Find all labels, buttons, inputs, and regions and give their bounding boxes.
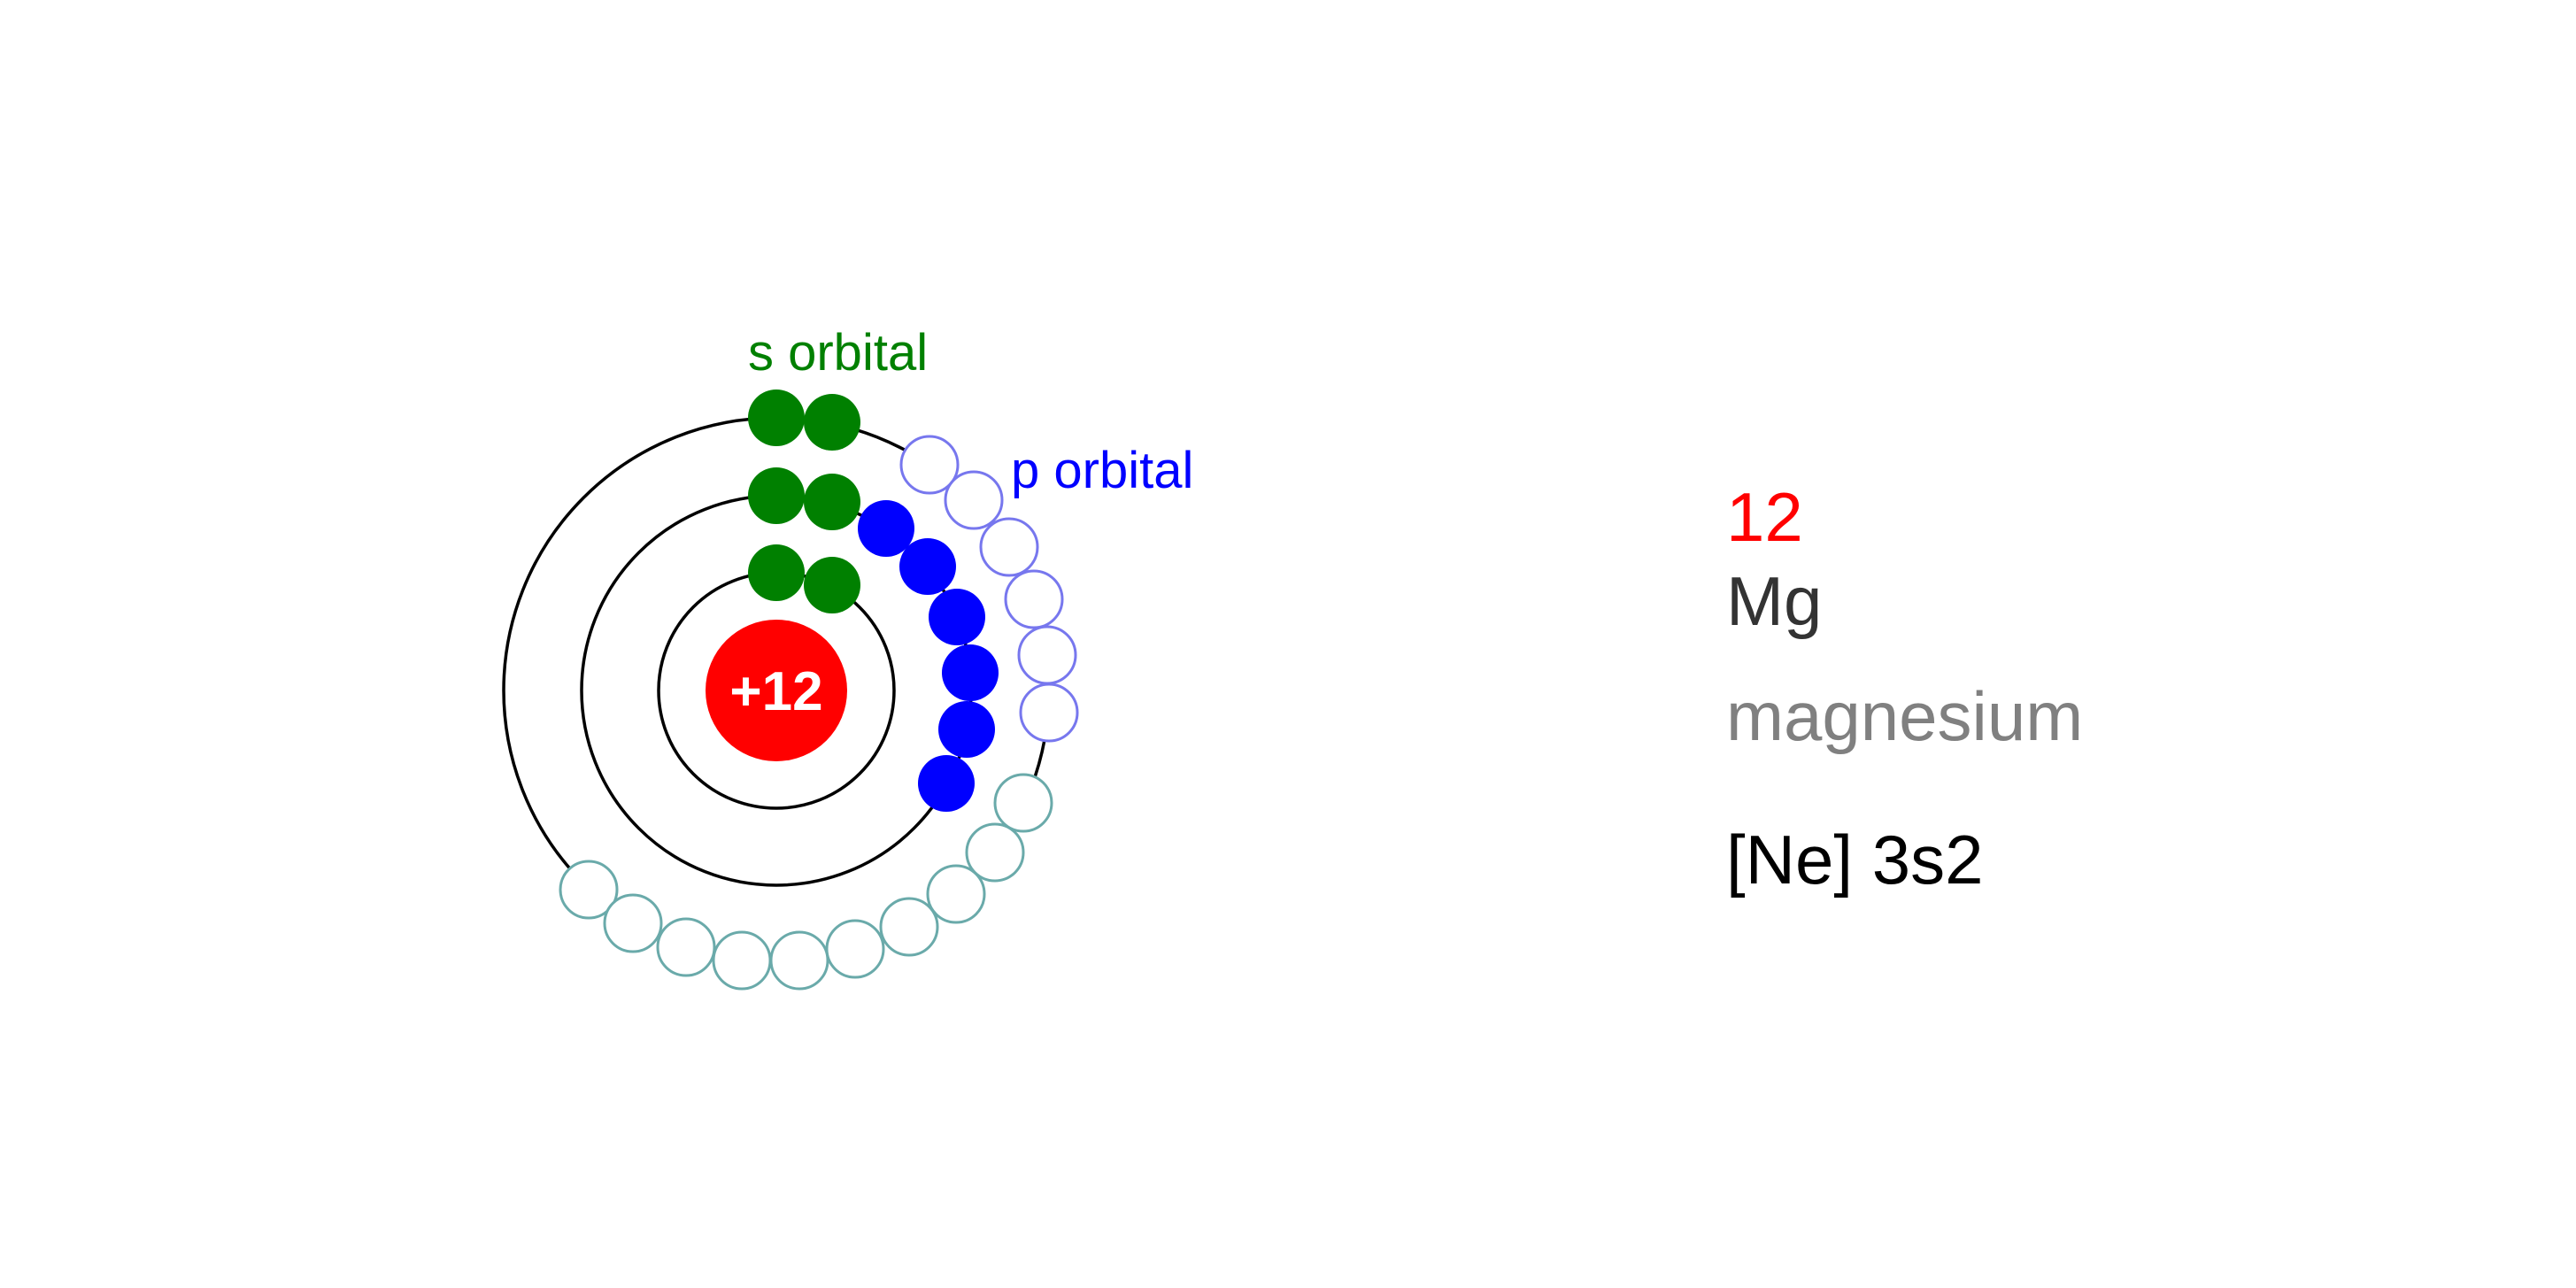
- s-orbital-electrons: [748, 389, 860, 613]
- p-orbital-empty-electron: [1004, 569, 1064, 629]
- p-orbital-electrons: [858, 500, 999, 812]
- electron-configuration: [Ne] 3s2: [1726, 821, 1984, 899]
- s-orbital-electron: [748, 544, 805, 601]
- p-orbital-empty-electrons: [899, 435, 1079, 743]
- d-orbital-empty-electron: [712, 930, 772, 991]
- p-orbital-electron: [938, 701, 995, 758]
- p-orbital-empty-electron: [944, 470, 1004, 530]
- p-orbital-label: p orbital: [1011, 442, 1193, 499]
- s-orbital-electron: [804, 394, 860, 451]
- element-name: magnesium: [1726, 677, 2084, 755]
- d-orbital-empty-electron: [879, 897, 939, 957]
- d-orbital-empty-electron: [656, 917, 716, 977]
- s-orbital-electron: [804, 474, 860, 530]
- nucleus-charge-label: +12: [729, 661, 822, 722]
- d-orbital-empty-electron: [993, 773, 1053, 833]
- s-orbital-electron: [748, 389, 805, 446]
- s-orbital-label: s orbital: [748, 324, 928, 382]
- s-orbital-electron: [748, 467, 805, 524]
- p-orbital-electron: [858, 500, 914, 557]
- d-orbital-empty-electron: [603, 893, 663, 953]
- p-orbital-empty-electron: [979, 517, 1039, 577]
- d-orbital-empty-electron: [926, 864, 986, 924]
- atomic-number: 12: [1726, 478, 1803, 556]
- p-orbital-electron: [942, 644, 999, 701]
- p-orbital-empty-electron: [899, 435, 960, 495]
- d-orbital-empty-electron: [965, 822, 1025, 883]
- d-orbital-empty-electron: [769, 930, 829, 991]
- p-orbital-empty-electron: [1017, 625, 1077, 685]
- p-orbital-empty-electron: [1019, 683, 1079, 743]
- s-orbital-electron: [804, 557, 860, 613]
- d-orbital-empty-electrons: [559, 773, 1053, 991]
- nucleus: [706, 620, 847, 761]
- p-orbital-electron: [918, 755, 975, 812]
- p-orbital-electron: [929, 589, 985, 645]
- p-orbital-electron: [899, 538, 956, 595]
- element-symbol: Mg: [1726, 562, 1823, 640]
- d-orbital-empty-electron: [825, 919, 885, 979]
- d-orbital-empty-electron: [559, 860, 619, 920]
